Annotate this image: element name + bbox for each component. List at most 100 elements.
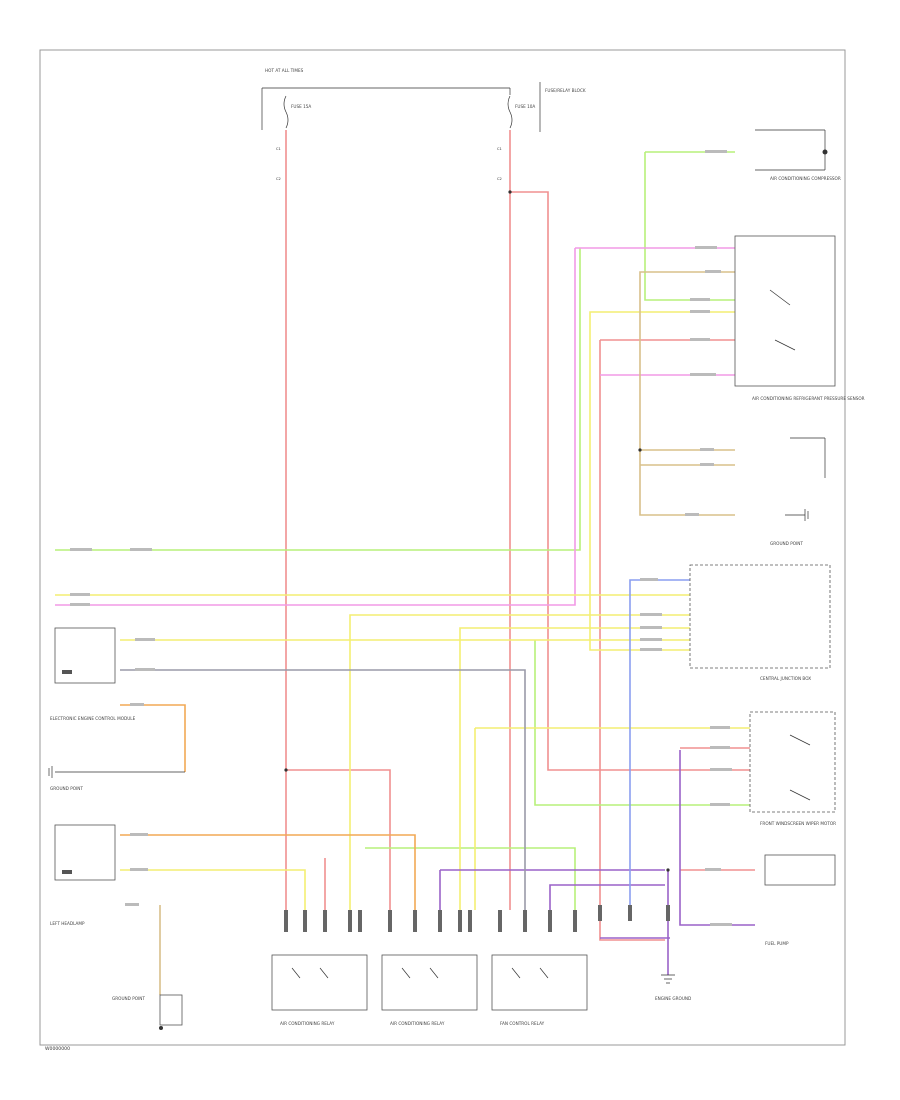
pin-left-top: C1 <box>276 147 281 151</box>
wire-green-relay3 <box>365 847 576 910</box>
central-label: CENTRAL JUNCTION BOX <box>760 676 811 681</box>
relay-pins <box>284 905 670 932</box>
pressure-sensor: AIR CONDITIONING REFRIGERANT PRESSURE SE… <box>734 235 865 401</box>
pin <box>348 910 352 932</box>
wire-green-wiper <box>534 640 750 806</box>
diagram-frame <box>39 49 846 1046</box>
wiper-motor: FRONT WINDSCREEN WIPER MOTOR <box>749 711 836 826</box>
pin <box>628 905 632 921</box>
annotation <box>640 613 662 616</box>
pin <box>468 910 472 932</box>
relay-3-box <box>491 954 588 1011</box>
pin-left-mid: C2 <box>276 177 281 181</box>
wires <box>55 130 755 995</box>
annotation <box>125 903 139 906</box>
annotation <box>700 448 714 451</box>
annotation <box>710 803 730 806</box>
annotation <box>640 626 662 629</box>
pin <box>573 910 577 932</box>
pressure-sensor-label: AIR CONDITIONING REFRIGERANT PRESSURE SE… <box>752 396 865 401</box>
wire-red-down <box>599 340 665 941</box>
central-box <box>689 564 831 669</box>
annotation <box>690 338 710 341</box>
annotation <box>690 298 710 301</box>
wire-yellow-headlamp <box>120 869 306 910</box>
pin <box>323 910 327 932</box>
headlamp-connector-icon <box>62 870 72 874</box>
ecm-label: ELECTRONIC ENGINE CONTROL MODULE <box>50 716 136 721</box>
annotation <box>700 463 714 466</box>
compressor-label: AIR CONDITIONING COMPRESSOR <box>770 176 841 181</box>
pin <box>438 910 442 932</box>
annotation <box>135 668 155 671</box>
relay-1-contact-icon-2 <box>319 967 329 979</box>
annotation <box>640 648 662 651</box>
pin <box>413 910 417 932</box>
annotation <box>70 593 90 596</box>
wiper-switch-icon <box>789 734 811 746</box>
wire-purple-relay3 <box>549 884 665 910</box>
annotation <box>70 603 90 606</box>
pin <box>284 910 288 932</box>
pin <box>358 910 362 932</box>
junctions <box>284 190 670 872</box>
relay-1-box <box>271 954 368 1011</box>
annotation <box>130 703 144 706</box>
wire-tan-sensor <box>639 271 735 451</box>
pin <box>388 910 392 932</box>
left-headlamp: LEFT HEADLAMP <box>50 824 116 926</box>
fuel-pump-box <box>764 854 836 886</box>
annotation <box>690 310 710 313</box>
annotation <box>710 923 732 926</box>
annotation <box>685 513 699 516</box>
switch-icon <box>769 289 791 306</box>
fuse-left-icon <box>283 95 289 129</box>
wiper-switch-icon-2 <box>789 789 811 801</box>
annotation <box>705 270 721 273</box>
annotation <box>710 768 732 771</box>
annotation <box>70 548 92 551</box>
ac-compressor: AIR CONDITIONING COMPRESSOR <box>755 129 841 181</box>
ecm-connector-icon <box>62 670 72 674</box>
wire-red-relay2 <box>286 769 391 910</box>
engine-ground-icon <box>661 974 675 984</box>
pin <box>548 910 552 932</box>
fuel-pump: FUEL PUMP <box>764 854 836 946</box>
pin-right-mid: C2 <box>497 177 502 181</box>
pin <box>458 910 462 932</box>
ground-left-bottom-label: GROUND POINT <box>112 996 145 1001</box>
compressor-clutch-icon <box>822 149 828 155</box>
wire-blue-central <box>629 579 690 910</box>
pin <box>666 905 670 921</box>
wire-annotations <box>70 150 732 926</box>
wiper-box <box>749 711 836 813</box>
junction-dot <box>284 768 288 772</box>
fuse-right-icon <box>507 95 513 129</box>
relay-2-label: AIR CONDITIONING RELAY <box>390 1021 445 1026</box>
annotation <box>695 246 717 249</box>
footer-code: W0000000 <box>45 1046 70 1052</box>
wire-yellow-central <box>589 311 735 651</box>
central-junction-box: CENTRAL JUNCTION BOX <box>689 564 831 681</box>
ecm-box <box>54 627 116 684</box>
headlamp-label: LEFT HEADLAMP <box>50 921 85 926</box>
relay-2-box <box>381 954 478 1011</box>
wire-green-left <box>55 248 581 551</box>
fuel-pump-label: FUEL PUMP <box>765 941 789 946</box>
relay-2-contact-icon <box>401 967 411 979</box>
engine-ground-label: ENGINE GROUND <box>655 996 691 1001</box>
ground-right-label: GROUND POINT <box>770 541 803 546</box>
ground-point-left-bottom: GROUND POINT <box>112 994 183 1030</box>
pin <box>303 910 307 932</box>
pin <box>498 910 502 932</box>
pin <box>523 910 527 932</box>
fuse-block-label: FUSE/RELAY BLOCK <box>545 88 586 93</box>
pin-right-top: C1 <box>497 147 502 151</box>
annotation <box>705 868 721 871</box>
pin <box>598 905 602 921</box>
annotation <box>135 638 155 641</box>
junction-dot <box>638 448 642 452</box>
ecm: ELECTRONIC ENGINE CONTROL MODULE GROUND … <box>48 627 185 791</box>
wire-orange-headlamp <box>120 834 416 910</box>
